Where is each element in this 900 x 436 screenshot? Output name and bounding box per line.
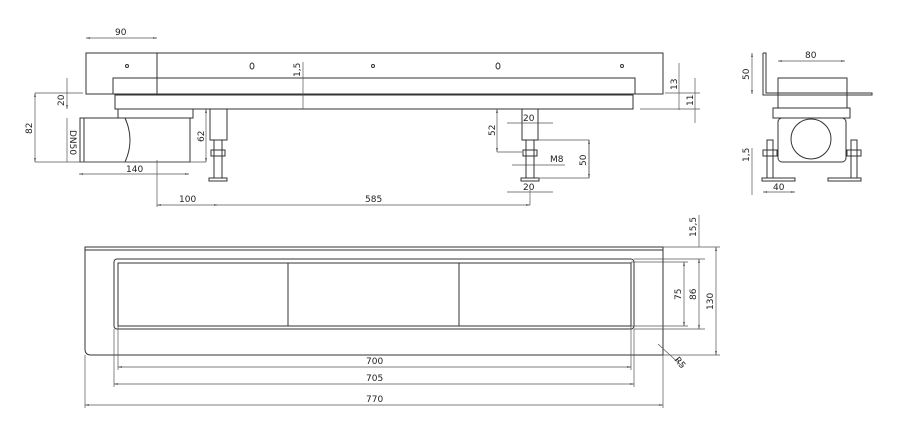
channel-body bbox=[114, 94, 634, 110]
dim-140: 140 bbox=[126, 165, 143, 175]
outlet-circle bbox=[790, 118, 832, 160]
dim-705: 705 bbox=[366, 374, 383, 384]
leveling-foot-left bbox=[208, 108, 228, 182]
dim-13: 13 bbox=[670, 79, 680, 90]
dim-585: 585 bbox=[365, 195, 382, 205]
mounting-angle bbox=[762, 52, 873, 96]
grate bbox=[117, 262, 632, 327]
leveling-foot-right bbox=[520, 108, 540, 182]
dim-11: 11 bbox=[686, 95, 696, 106]
channel-top bbox=[112, 77, 636, 94]
dim-75: 75 bbox=[674, 289, 684, 300]
dim-15-5: 15,5 bbox=[689, 217, 699, 237]
end-dim-50: 50 bbox=[742, 68, 752, 80]
dim-82: 82 bbox=[25, 123, 35, 134]
end-dim-40: 40 bbox=[773, 183, 785, 193]
dim-1-5: 1,5 bbox=[293, 63, 303, 77]
flange-plate bbox=[85, 52, 664, 95]
dim-52: 52 bbox=[488, 125, 498, 136]
plan-view: 75 86 15,5 130 R5 700 705 770 bbox=[84, 215, 720, 408]
dim-86: 86 bbox=[689, 288, 699, 300]
dim-20: 20 bbox=[57, 94, 67, 106]
dim-90: 90 bbox=[115, 28, 127, 38]
thread-size: M8 bbox=[550, 155, 564, 165]
dim-770: 770 bbox=[366, 395, 383, 405]
dim-50: 50 bbox=[579, 154, 589, 166]
dim-100: 100 bbox=[179, 195, 196, 205]
dim-700: 700 bbox=[366, 357, 383, 367]
outlet-label: DN50 bbox=[67, 130, 77, 155]
dim-20-bottom: 20 bbox=[523, 183, 535, 193]
end-view: 50 80 1,5 40 bbox=[742, 51, 873, 195]
end-dim-1-5: 1,5 bbox=[742, 148, 752, 162]
dim-20-top: 20 bbox=[523, 114, 535, 124]
outlet-pipe bbox=[79, 117, 191, 163]
dim-130: 130 bbox=[706, 293, 716, 310]
side-view: 90 1,5 20 82 DN50 62 140 100 585 52 20 M… bbox=[25, 28, 700, 207]
plan-outer bbox=[84, 246, 664, 356]
radius-label: R5 bbox=[672, 356, 687, 372]
dim-62: 62 bbox=[197, 131, 207, 142]
outlet-flange bbox=[117, 108, 194, 119]
end-dim-80: 80 bbox=[805, 51, 817, 61]
